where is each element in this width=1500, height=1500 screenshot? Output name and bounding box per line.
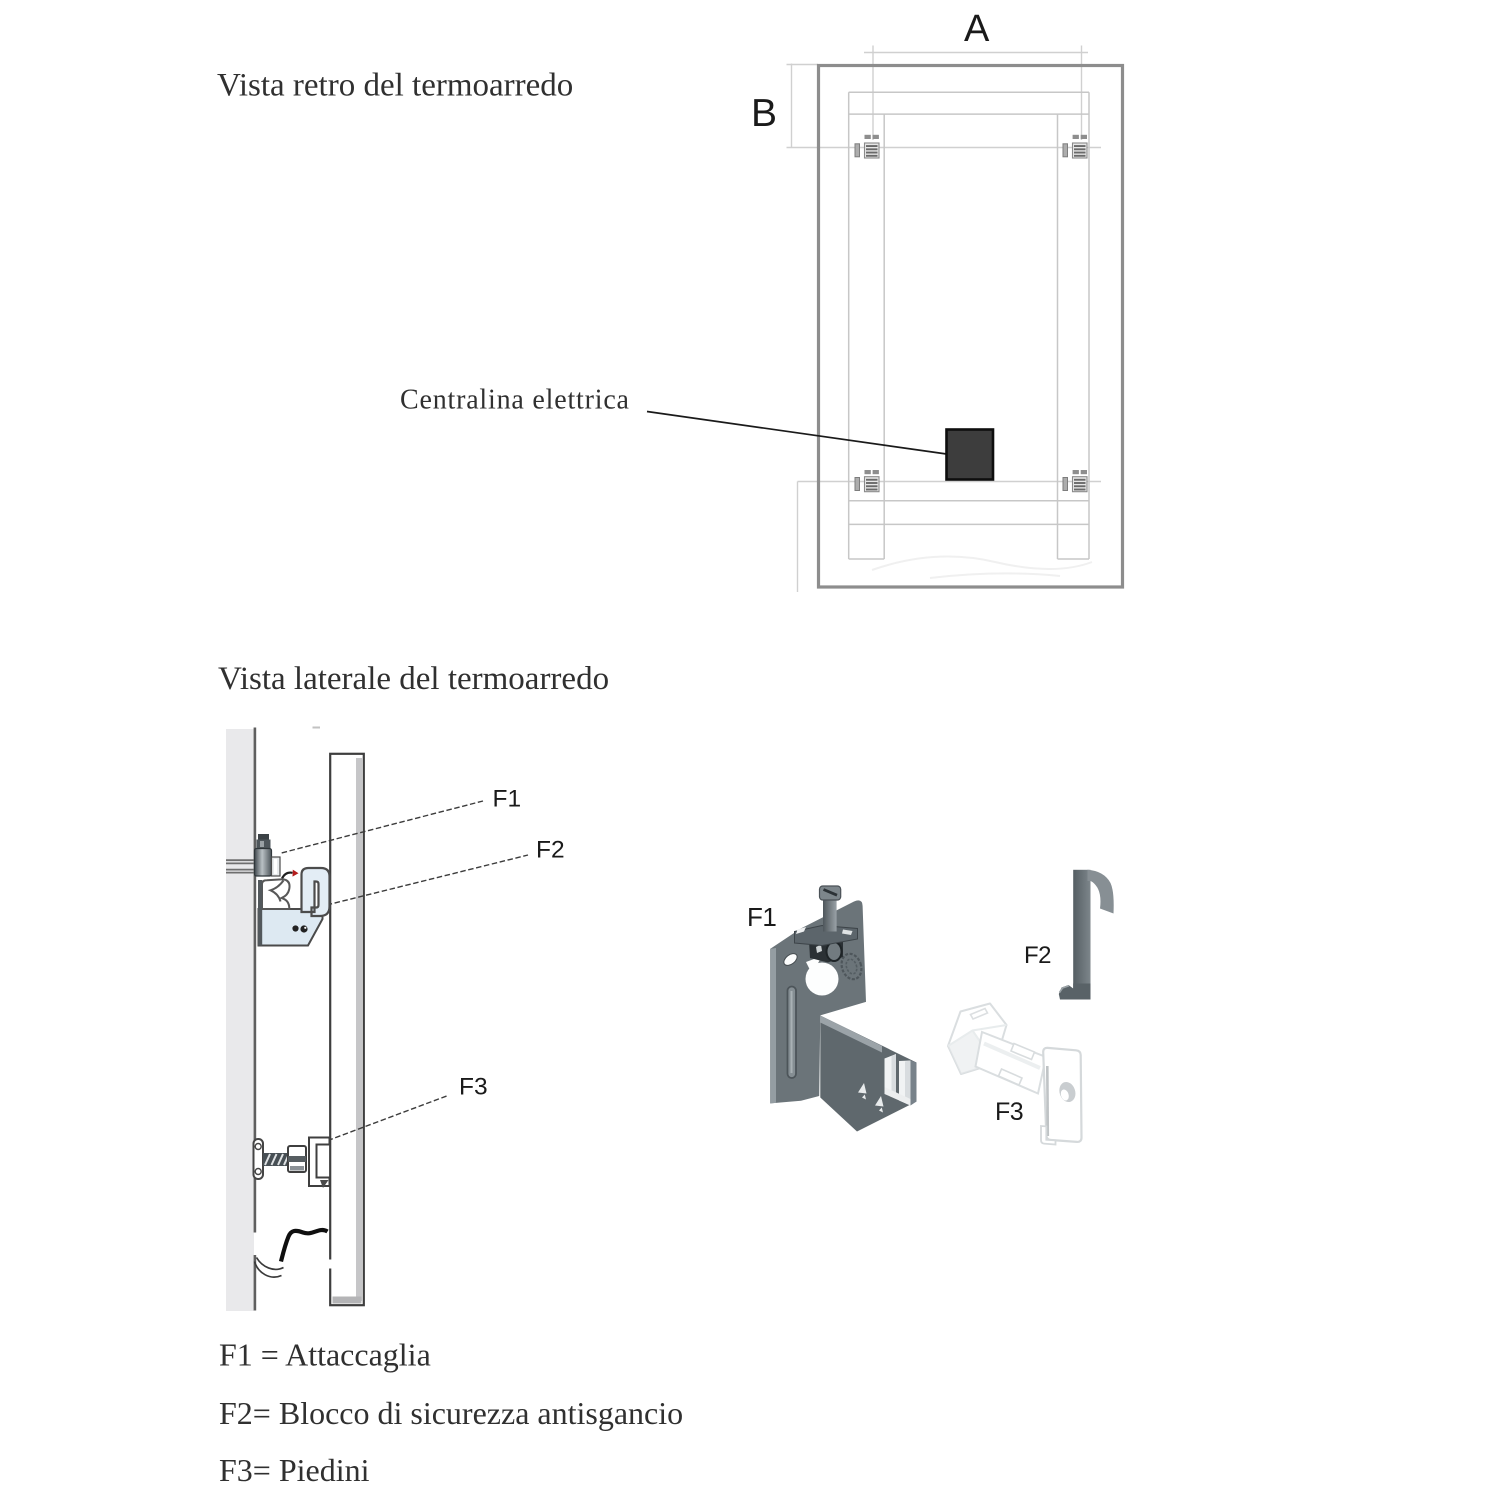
svg-text:F1: F1 xyxy=(493,786,522,813)
svg-text:Vista laterale del termoarredo: Vista laterale del termoarredo xyxy=(218,661,609,697)
svg-text:F1 = Attaccaglia: F1 = Attaccaglia xyxy=(219,1337,431,1373)
svg-text:F2: F2 xyxy=(536,837,565,864)
svg-text:A: A xyxy=(964,8,990,50)
svg-text:F2: F2 xyxy=(1024,942,1051,969)
svg-text:F1: F1 xyxy=(747,902,776,932)
svg-text:B: B xyxy=(751,92,777,135)
svg-text:Centralina elettrica: Centralina elettrica xyxy=(400,385,630,416)
svg-text:F3= Piedini: F3= Piedini xyxy=(219,1452,370,1488)
svg-text:F3: F3 xyxy=(995,1098,1023,1126)
svg-text:F3: F3 xyxy=(459,1074,488,1101)
svg-text:Vista retro del termoarredo: Vista retro del termoarredo xyxy=(217,68,573,104)
svg-text:F2= Blocco di sicurezza antisg: F2= Blocco di sicurezza antisgancio xyxy=(219,1395,683,1431)
